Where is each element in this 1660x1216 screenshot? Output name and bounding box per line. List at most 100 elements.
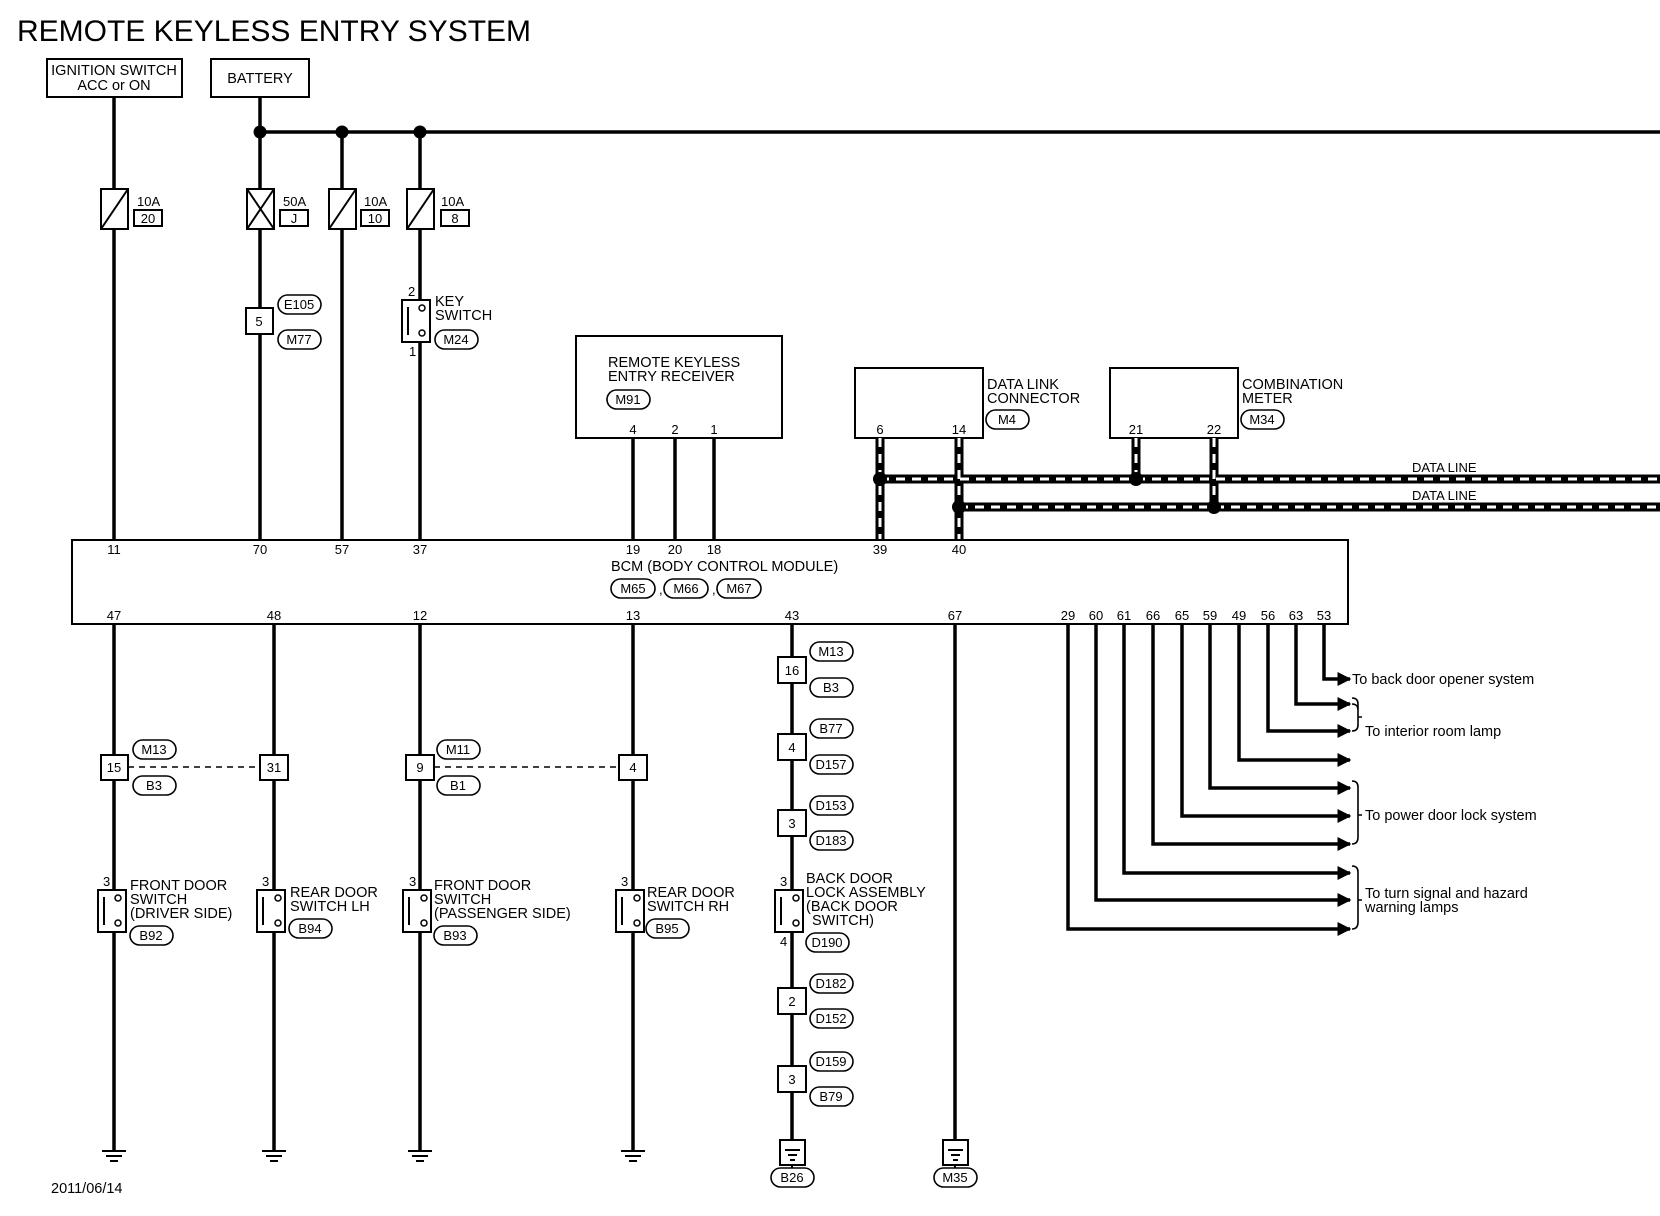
connector-b94: B94 xyxy=(298,921,321,936)
output-turn-signal: warning lamps xyxy=(1364,900,1459,916)
key-switch: 2 1 KEY SWITCH M24 xyxy=(401,284,492,359)
ground-symbol-icon xyxy=(621,1150,645,1162)
ignition-switch-box: IGNITION SWITCH ACC or ON xyxy=(46,58,183,98)
connector-b3: B3 xyxy=(823,680,839,695)
bcm-pin: 63 xyxy=(1289,608,1303,623)
joint-pin: 31 xyxy=(267,760,281,775)
meter-label: COMBINATION xyxy=(1242,377,1343,393)
output-wires xyxy=(1066,624,1352,936)
fuse-number: 10 xyxy=(368,211,382,226)
meter-label: METER xyxy=(1242,391,1293,407)
connector-d152: D152 xyxy=(815,1011,846,1026)
connector-m66: M66 xyxy=(673,581,698,596)
connector-separator: , xyxy=(659,582,663,597)
connector-d157: D157 xyxy=(815,757,846,772)
joint-connector-5: 5 E105 M77 xyxy=(245,294,322,350)
switch-pin: 3 xyxy=(780,874,787,889)
key-switch-pin-top: 2 xyxy=(408,284,415,299)
receiver-label: ENTRY RECEIVER xyxy=(608,369,735,385)
meter-pin: 21 xyxy=(1129,422,1143,437)
connector-d190: D190 xyxy=(811,935,842,950)
back-door-joint-3a: 3 D153 D183 xyxy=(777,795,854,851)
junction-dot xyxy=(952,500,966,514)
front-door-switch-passenger: 3 FRONT DOOR SWITCH (PASSENGER SIDE) B93 xyxy=(402,874,571,946)
joint-pin: 4 xyxy=(788,740,795,755)
junction-dot xyxy=(1207,500,1221,514)
connector-e105: E105 xyxy=(284,297,314,312)
connector-b92: B92 xyxy=(139,928,162,943)
joint-pin: 2 xyxy=(788,994,795,1009)
bcm-pin: 65 xyxy=(1175,608,1189,623)
bcm-pin: 11 xyxy=(107,542,121,557)
joint-31: 31 xyxy=(259,754,289,781)
connector-b95: B95 xyxy=(655,921,678,936)
ignition-switch-label: IGNITION SWITCH xyxy=(51,63,177,79)
meter-pin: 22 xyxy=(1207,422,1221,437)
bcm-pin: 61 xyxy=(1117,608,1131,623)
diagram-date: 2011/06/14 xyxy=(51,1181,123,1197)
back-door-lock-switch: 3 4 BACK DOOR LOCK ASSEMBLY (BACK DOOR S… xyxy=(774,871,926,953)
key-switch-label: SWITCH xyxy=(435,308,492,324)
dlc-label: CONNECTOR xyxy=(987,391,1080,407)
bcm-pin: 29 xyxy=(1061,608,1075,623)
switch-label: (BACK DOOR xyxy=(806,899,898,915)
output-turn-signal: To turn signal and hazard xyxy=(1365,886,1528,902)
receiver-pin: 4 xyxy=(629,422,636,437)
bcm-pin: 60 xyxy=(1089,608,1103,623)
output-power-door-lock: To power door lock system xyxy=(1365,808,1537,824)
fuse-amp: 50A xyxy=(283,194,306,209)
switch-label: (PASSENGER SIDE) xyxy=(434,906,571,922)
joint-pin: 15 xyxy=(107,760,121,775)
connector-d183: D183 xyxy=(815,833,846,848)
bcm-pin: 39 xyxy=(873,542,887,557)
bcm-pin: 40 xyxy=(952,542,966,557)
data-lines: DATA LINE DATA LINE xyxy=(873,438,1660,540)
output-brackets xyxy=(1351,697,1362,930)
switch-label: SWITCH) xyxy=(812,913,874,929)
bcm-pin: 12 xyxy=(413,608,427,623)
switch-pin: 3 xyxy=(621,874,628,889)
fuse-amp: 10A xyxy=(137,194,160,209)
joint-15: 15 M13 B3 xyxy=(100,739,177,796)
connector-m13: M13 xyxy=(141,742,166,757)
switch-label: LOCK ASSEMBLY xyxy=(806,885,926,901)
bcm-pin: 49 xyxy=(1232,608,1246,623)
output-interior-lamp: To interior room lamp xyxy=(1365,724,1501,740)
bcm-pin: 47 xyxy=(107,608,121,623)
joint-pin: 4 xyxy=(629,760,636,775)
switch-pin: 3 xyxy=(262,874,269,889)
ground-symbol-icon xyxy=(102,1150,126,1162)
connector-d159: D159 xyxy=(815,1054,846,1069)
joint-pin: 5 xyxy=(255,314,262,329)
battery-box: BATTERY xyxy=(210,58,310,98)
receiver-label: REMOTE KEYLESS xyxy=(608,355,740,371)
connector-d153: D153 xyxy=(815,798,846,813)
ground-symbol-icon xyxy=(262,1150,286,1162)
key-switch-label: KEY xyxy=(435,294,464,310)
connector-m13: M13 xyxy=(818,644,843,659)
joint-9: 9 M11 B1 xyxy=(405,739,481,796)
bcm-pin: 53 xyxy=(1317,608,1331,623)
ground-symbol-icon xyxy=(408,1150,432,1162)
connector-b79: B79 xyxy=(819,1089,842,1104)
fuse-amp: 10A xyxy=(441,194,464,209)
bcm-pin: 19 xyxy=(626,542,640,557)
fusible-link-j: 50A J xyxy=(246,188,309,230)
connector-m67: M67 xyxy=(726,581,751,596)
receiver-pin: 2 xyxy=(671,422,678,437)
joint-pin: 16 xyxy=(785,663,799,678)
switch-label: SWITCH LH xyxy=(290,899,370,915)
connector-d182: D182 xyxy=(815,976,846,991)
connector-b26: B26 xyxy=(780,1170,803,1185)
switch-pin: 4 xyxy=(780,934,787,949)
fuse-10: 10A 10 xyxy=(328,188,390,230)
bcm: 11 70 57 37 19 20 18 39 40 BCM (BODY CON… xyxy=(71,539,1349,625)
connector-m4: M4 xyxy=(998,412,1016,427)
connector-b77: B77 xyxy=(819,721,842,736)
combination-meter: COMBINATION METER M34 21 22 xyxy=(1109,367,1343,439)
bcm-pin: 20 xyxy=(668,542,682,557)
fuse-amp: 10A xyxy=(364,194,387,209)
switch-pin: 3 xyxy=(103,874,110,889)
back-door-joint-2: 2 D182 D152 xyxy=(777,973,854,1029)
